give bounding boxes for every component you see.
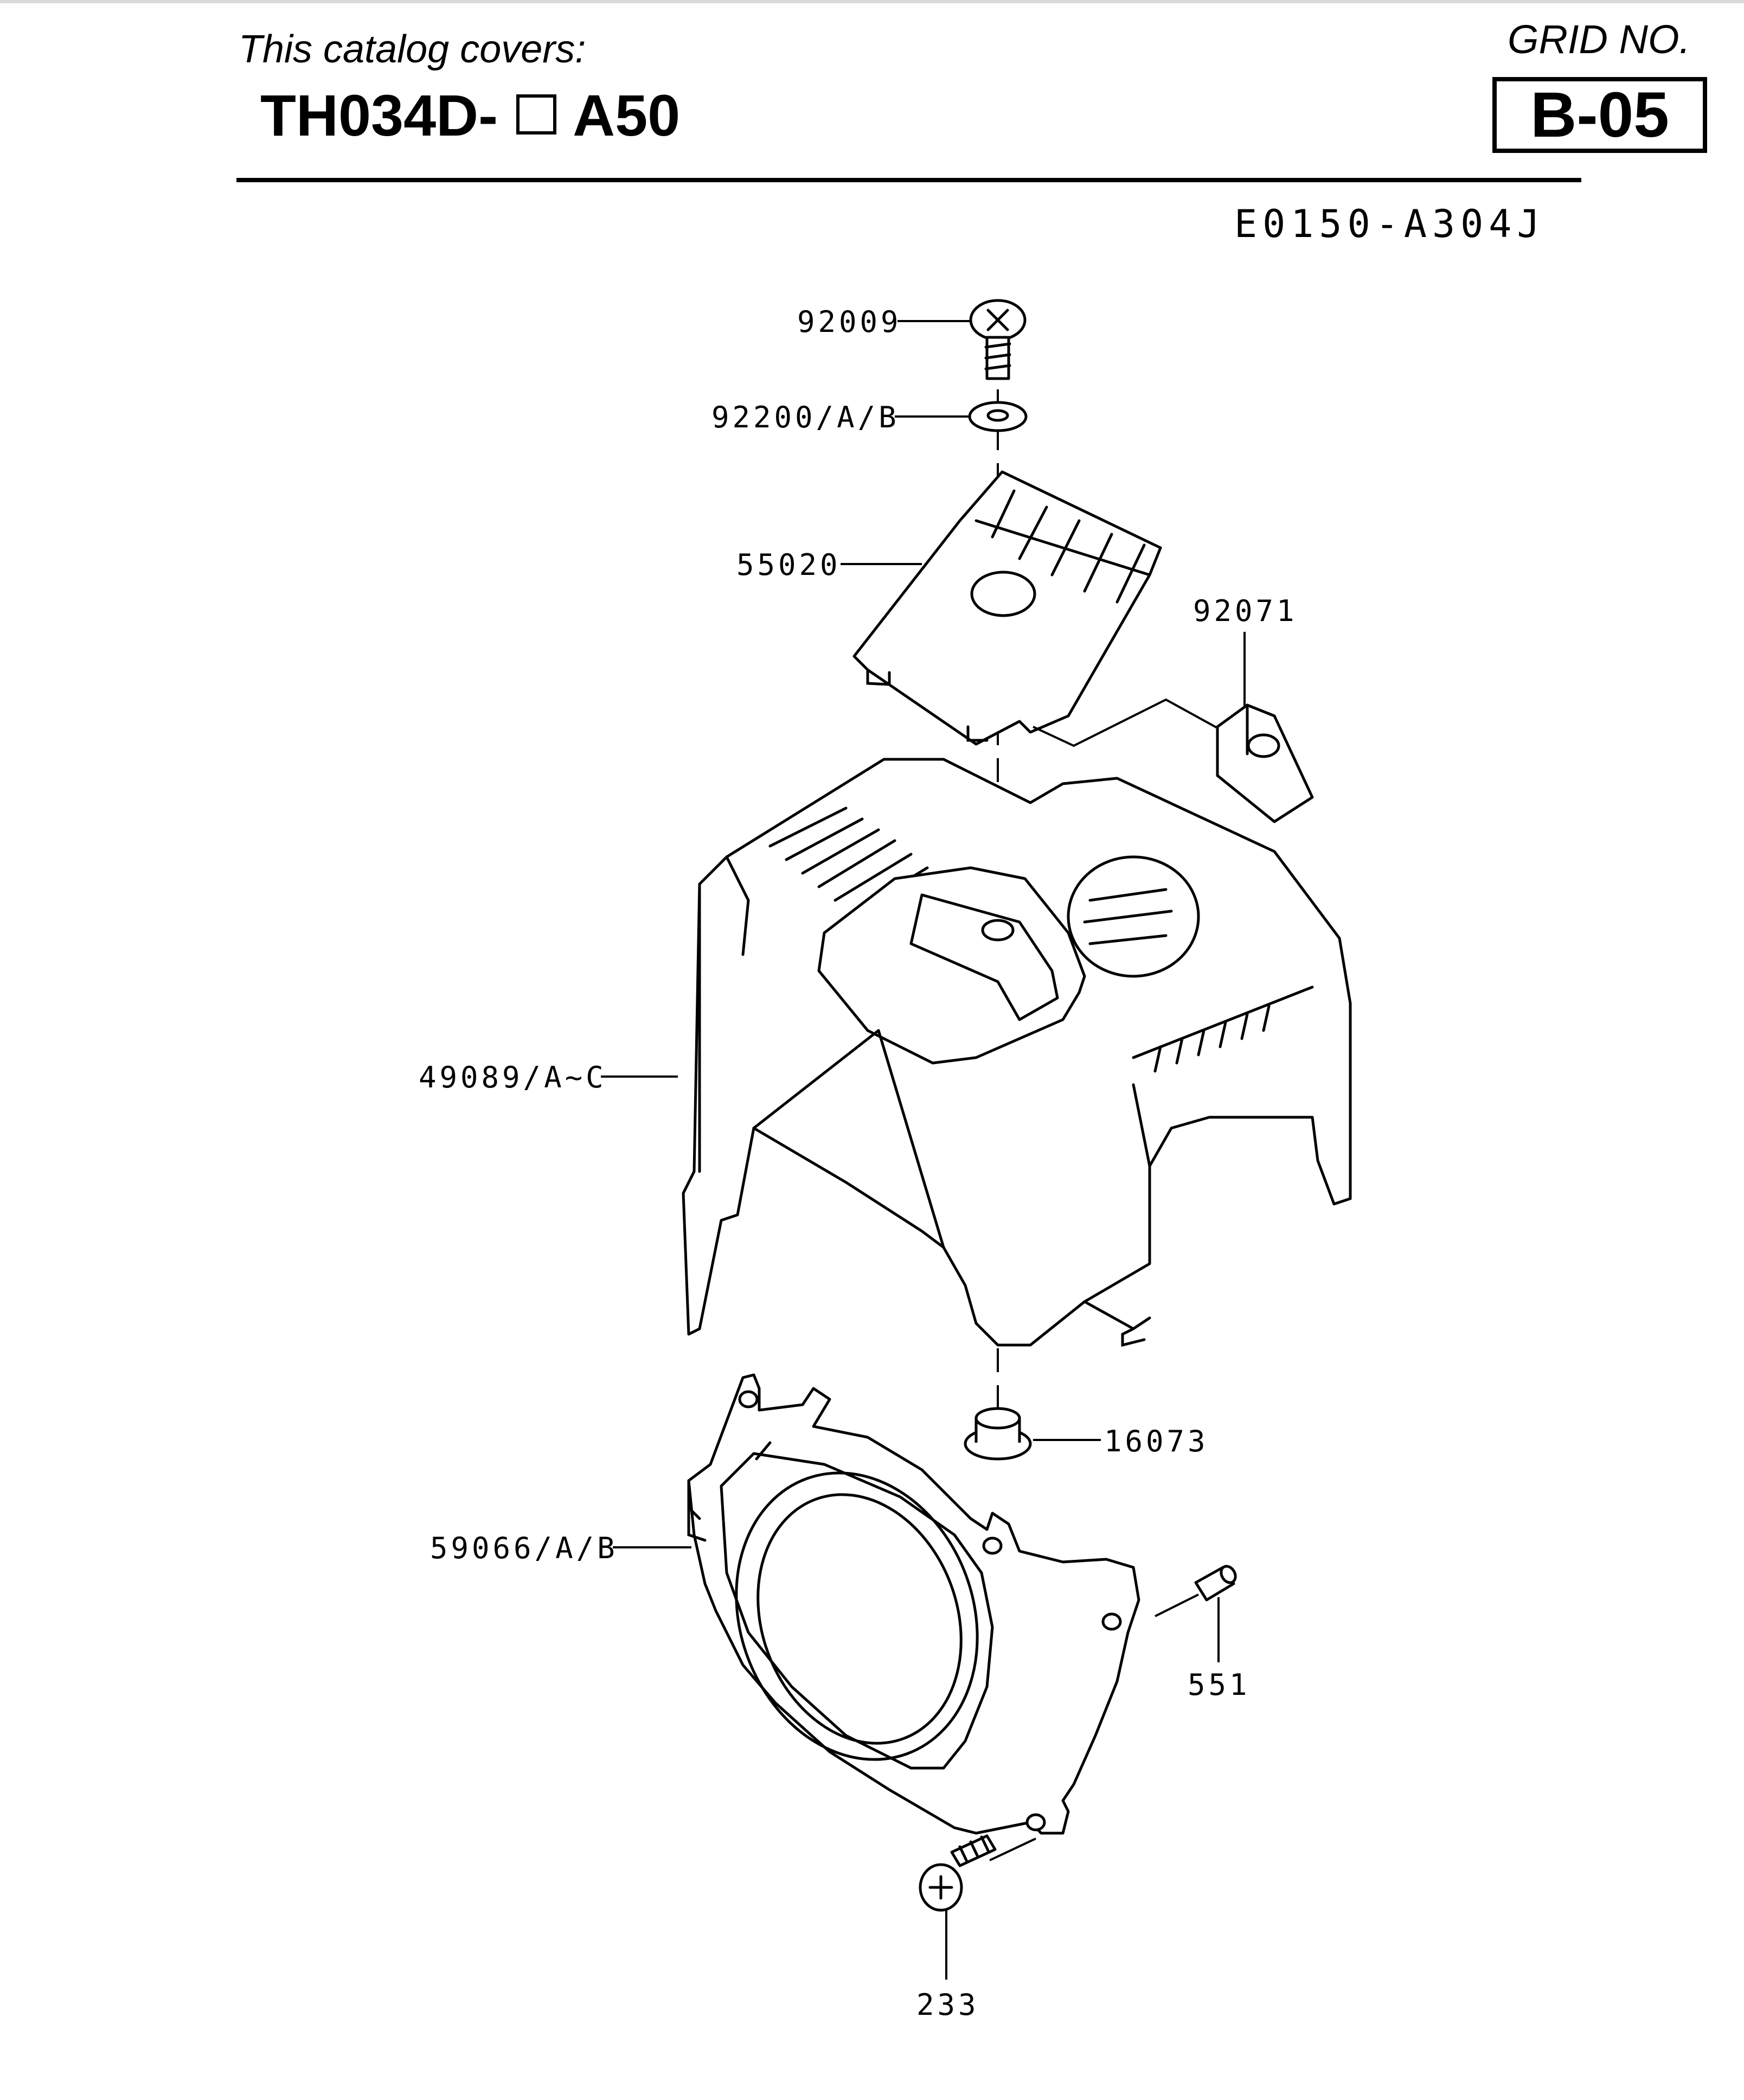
top-border — [0, 0, 1744, 3]
callout-551: 551 — [1188, 1668, 1251, 1702]
callout-49089: 49089/A~C — [419, 1060, 607, 1094]
screw-233[interactable] — [919, 1834, 997, 1912]
pin-551[interactable] — [1194, 1564, 1238, 1602]
callout-92071: 92071 — [1193, 594, 1298, 628]
model-suffix: A50 — [573, 82, 681, 148]
callout-233: 233 — [916, 1988, 979, 2022]
clip-92071[interactable] — [1216, 703, 1314, 823]
model-prefix: TH034D- — [260, 82, 498, 148]
diagram-reference: E0150-A304J — [1234, 202, 1546, 246]
screw-92009[interactable] — [969, 299, 1027, 380]
callout-92200: 92200/A/B — [711, 400, 900, 434]
callout-92009: 92009 — [797, 305, 902, 339]
engine-shroud-49089[interactable] — [682, 758, 1352, 1347]
callout-59066: 59066/A/B — [430, 1531, 618, 1565]
fan-housing-59066[interactable] — [687, 1373, 1140, 1835]
model-variant-box — [516, 94, 557, 135]
header-rule — [236, 178, 1581, 182]
top-cover-55020[interactable] — [852, 470, 1162, 746]
grommet-16073[interactable] — [964, 1407, 1032, 1461]
catalog-covers-label: This catalog covers: — [239, 28, 586, 71]
model-number: TH034D- A50 — [260, 81, 680, 149]
callout-16073: 16073 — [1104, 1424, 1209, 1458]
grid-number-box: B-05 — [1492, 77, 1707, 153]
grid-no-label: GRID NO. — [1508, 17, 1691, 62]
callout-55020: 55020 — [736, 548, 841, 582]
washer-92200[interactable] — [968, 401, 1028, 432]
